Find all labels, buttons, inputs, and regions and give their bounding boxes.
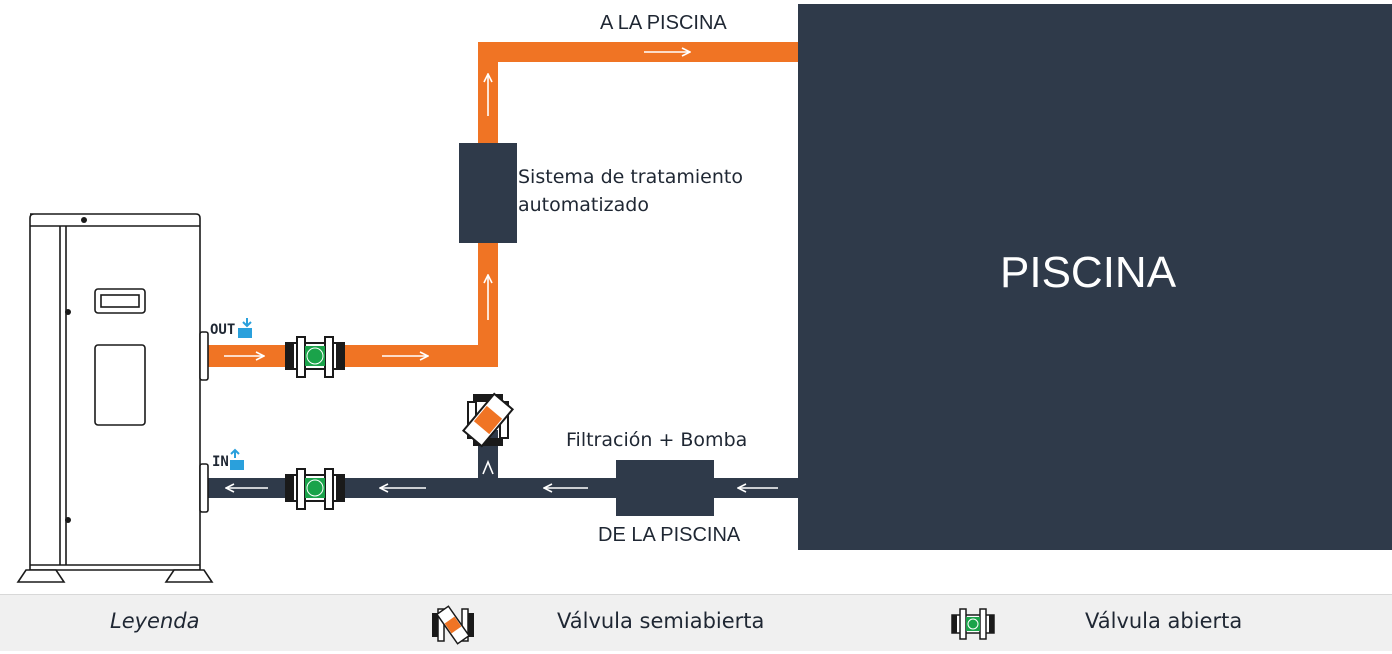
flow-arrows: [224, 52, 778, 488]
legend-bar: Leyenda Válvula semiabierta Válvula abie…: [0, 594, 1392, 651]
pool-block: [798, 4, 1392, 550]
filtration-label: Filtración + Bomba: [566, 429, 748, 451]
pool-label: PISCINA: [1000, 248, 1177, 297]
bypass-up-arrow: [482, 459, 494, 475]
water-in-icon: [230, 448, 244, 470]
to-pool-label: A LA PISCINA: [600, 12, 727, 34]
legend-title: Leyenda: [110, 609, 200, 633]
out-label: OUT: [210, 322, 236, 338]
open-valve-out: [285, 336, 345, 378]
water-out-icon: [238, 318, 252, 338]
open-valve-legend-icon: [951, 608, 995, 640]
heat-pump-dots: [65, 217, 87, 523]
treatment-label-line1: Sistema de tratamiento: [518, 166, 743, 188]
half-open-valve-legend-label: Válvula semiabierta: [557, 609, 765, 633]
in-label: IN: [212, 454, 229, 470]
filtration-pump-box: [616, 460, 714, 516]
heat-pump-unit: [16, 213, 214, 583]
treatment-system-box: [459, 143, 517, 243]
open-valve-legend-label: Válvula abierta: [1085, 609, 1243, 633]
from-pool-label: DE LA PISCINA: [598, 524, 741, 546]
hot-water-pipe: [208, 42, 798, 367]
treatment-label-line2: automatizado: [518, 194, 649, 216]
open-valve-in: [285, 468, 345, 510]
half-open-bypass-valve: [461, 392, 515, 448]
half-open-valve-legend-icon: [432, 605, 474, 645]
